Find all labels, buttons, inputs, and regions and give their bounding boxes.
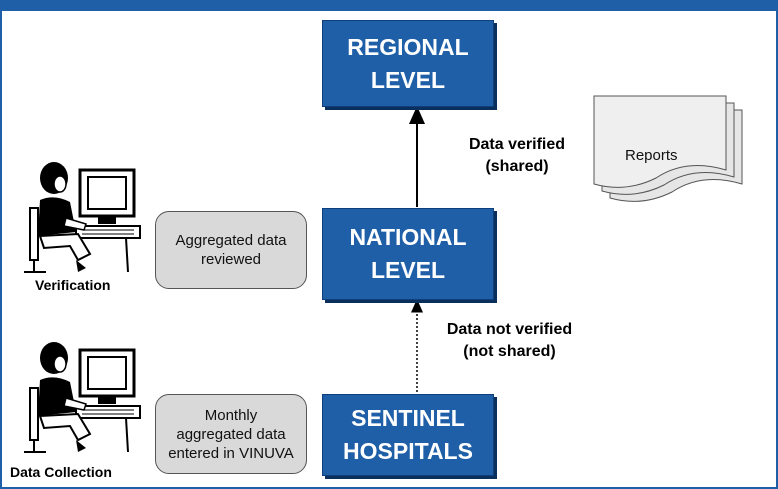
reports-icon: [593, 95, 743, 202]
monthly-entered-note: Monthly aggregated data entered in VINUV…: [155, 394, 307, 474]
verification-person-icon: [24, 162, 141, 273]
header-bar: [2, 2, 776, 11]
aggregated-reviewed-note: Aggregated data reviewed: [155, 211, 307, 289]
sentinel-hospitals-box: SENTINEL HOSPITALS: [322, 394, 494, 476]
regional-level-box: REGIONAL LEVEL: [322, 20, 494, 107]
data-collection-caption: Data Collection: [10, 464, 112, 480]
verification-caption: Verification: [35, 277, 111, 293]
reports-label: Reports: [625, 147, 678, 164]
national-level-box: NATIONAL LEVEL: [322, 208, 494, 300]
verified-label: Data verified (shared): [468, 136, 566, 175]
collection-person-icon: [24, 342, 141, 453]
not-verified-label: Data not verified (not shared): [446, 321, 573, 360]
